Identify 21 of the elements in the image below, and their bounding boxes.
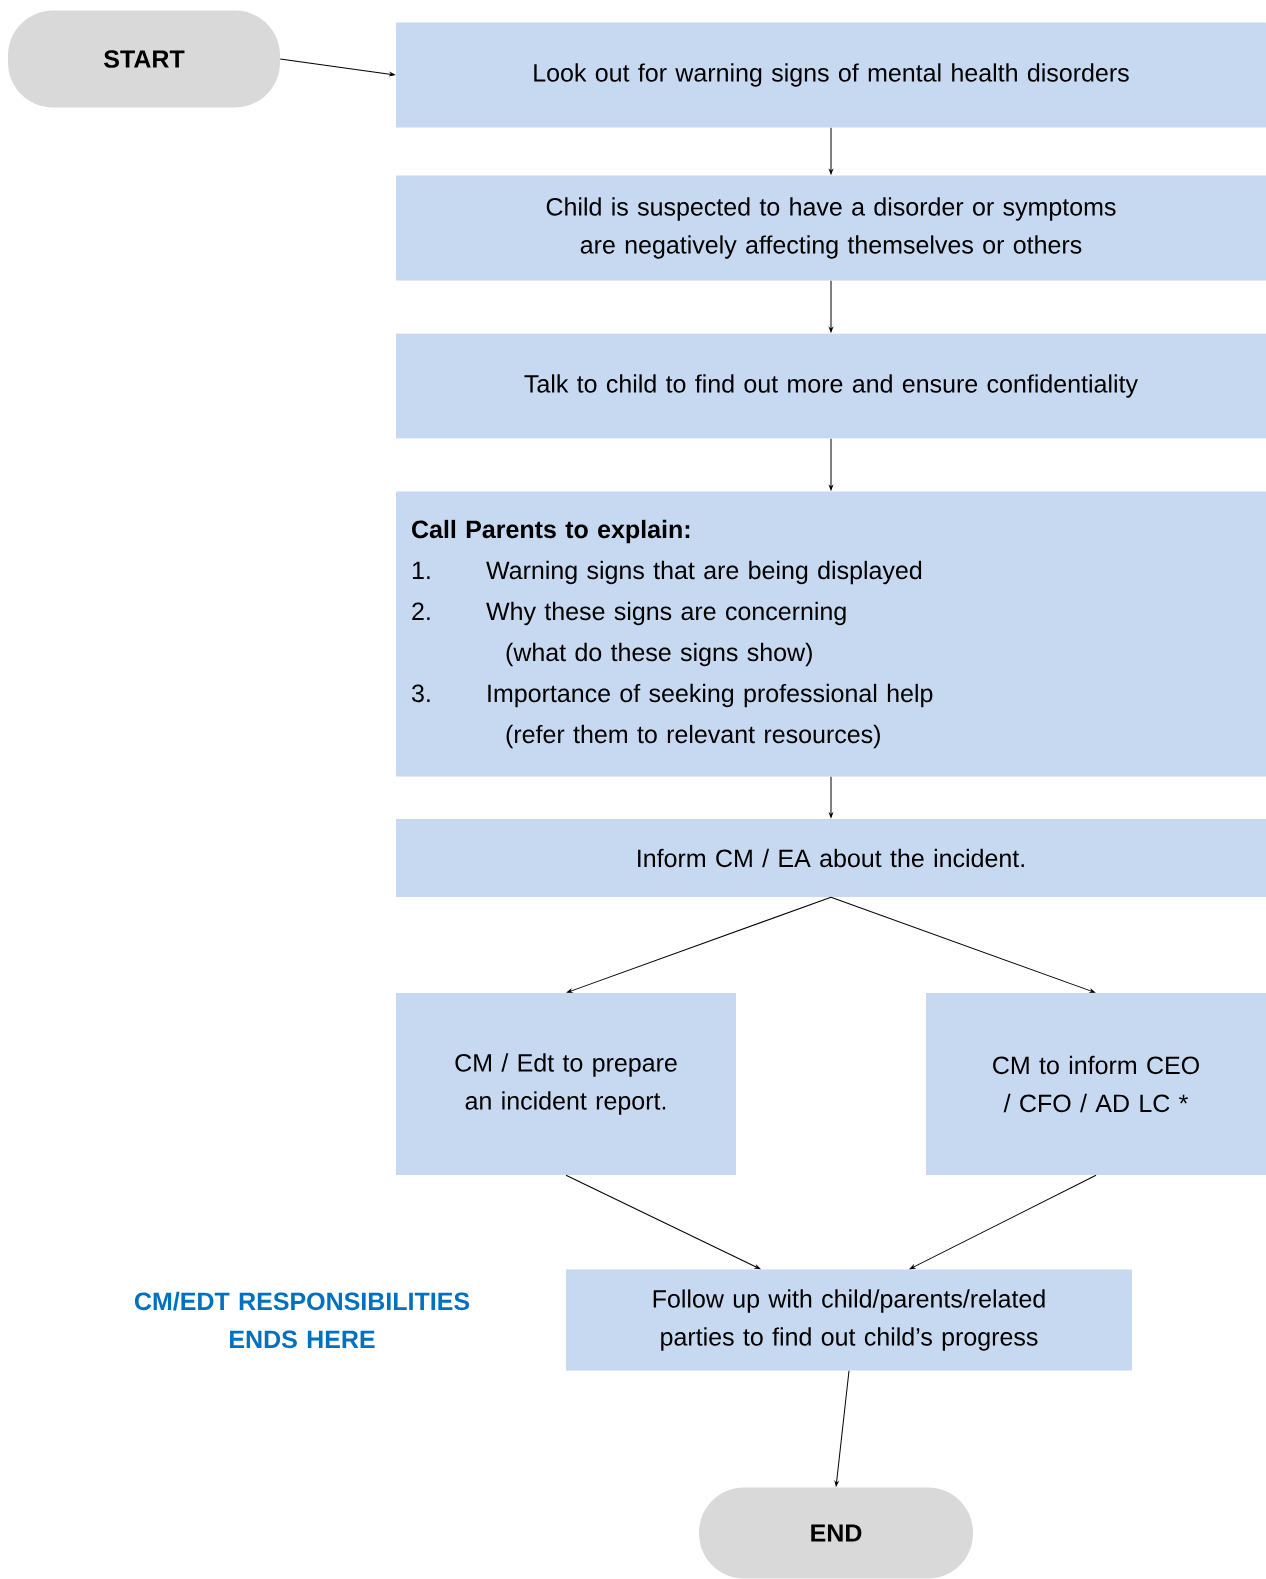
process-box: Child is suspected to have a disorder or symptoms are negatively affecting themselves or others [396, 175, 1266, 281]
arrow [909, 1174, 1097, 1270]
process-box: Inform CM / EA about the incident. [396, 819, 1266, 897]
arrow [830, 896, 1096, 993]
process-box: CM to inform CEO / CFO / AD LC * [926, 993, 1266, 1175]
note-text: CM/EDT RESPONSIBILITIES ENDS HERE [134, 1291, 470, 1349]
list-box: Call Parents to explain: 1. Warning signs that are being displayed 2. Why these signs are concerning (what do these signs show) 3. Importance of seeking professional help (refer them to relevant resources) [396, 491, 1266, 777]
process-box: Look out for warning signs of mental health disorders [396, 22, 1266, 128]
process-box: Follow up with child/parents/related parties to find out child’s progress [566, 1269, 1132, 1371]
terminal-pill: END [699, 1487, 973, 1579]
process-box: Talk to child to find out more and ensure confidentiality [396, 333, 1266, 439]
process-box: CM / Edt to prepare an incident report. [396, 993, 736, 1175]
arrow [565, 1174, 761, 1270]
terminal-pill: START [8, 10, 280, 108]
arrow [829, 127, 833, 175]
arrow [566, 896, 832, 993]
arrow [834, 1370, 850, 1487]
arrow [829, 776, 833, 818]
arrow [829, 438, 833, 491]
arrow [279, 58, 395, 77]
arrow [829, 280, 833, 333]
